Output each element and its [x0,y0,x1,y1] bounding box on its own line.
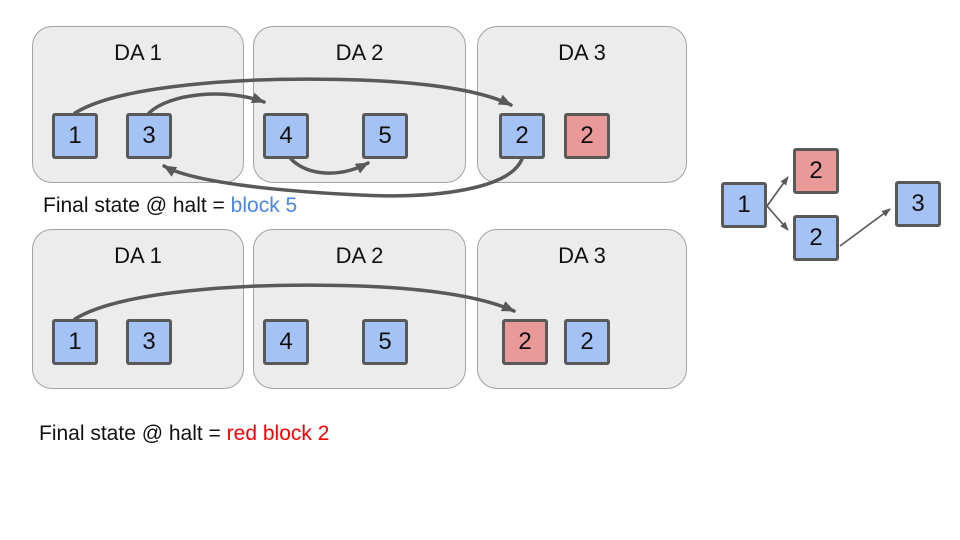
caption-top-prefix: Final state @ halt = [43,194,231,217]
da-label-bottom-1: DA 1 [114,243,162,268]
da-label-top-3: DA 3 [558,40,606,65]
da-label-top-2: DA 2 [335,40,384,65]
da-container-bottom-1: DA 1 [32,229,244,389]
caption-final-state-bottom: Final state @ halt = red block 2 [39,421,329,447]
da-container-top-2: DA 2 [253,26,466,183]
caption-final-state-top: Final state @ halt = block 5 [43,193,297,219]
da-container-top-3: DA 3 [477,26,687,183]
da-container-bottom-2: DA 2 [253,229,466,389]
block-bottom-da2-4: 4 [263,319,309,365]
block-top-da2-4: 4 [263,113,309,159]
da-label-bottom-3: DA 3 [558,243,606,268]
da-container-top-1: DA 1 [32,26,244,183]
block-top-da1-1: 1 [52,113,98,159]
edge-fork-1-to-red2 [766,176,789,207]
block-bottom-da3-2-blue: 2 [564,319,610,365]
block-bottom-da1-3: 3 [126,319,172,365]
block-bottom-da2-5: 5 [362,319,408,365]
fork-node-3: 3 [895,181,941,227]
caption-top-highlight: block 5 [230,194,298,217]
block-bottom-da1-1: 1 [52,319,98,365]
caption-bottom-highlight: red block 2 [226,422,330,445]
fork-node-2-blue: 2 [793,215,839,261]
fork-node-1: 1 [721,182,767,228]
fork-node-2-red: 2 [793,148,839,194]
block-top-da2-5: 5 [362,113,408,159]
edge-fork-1-to-blue2 [766,205,789,231]
da-label-bottom-2: DA 2 [335,243,384,268]
block-top-da3-2-red: 2 [564,113,610,159]
caption-bottom-prefix: Final state @ halt = [39,422,227,445]
edge-fork-blue2-to-3 [839,208,891,247]
block-top-da1-3: 3 [126,113,172,159]
block-bottom-da3-2-red: 2 [502,319,548,365]
da-label-top-1: DA 1 [114,40,162,65]
block-top-da3-2-blue: 2 [499,113,545,159]
da-container-bottom-3: DA 3 [477,229,687,389]
